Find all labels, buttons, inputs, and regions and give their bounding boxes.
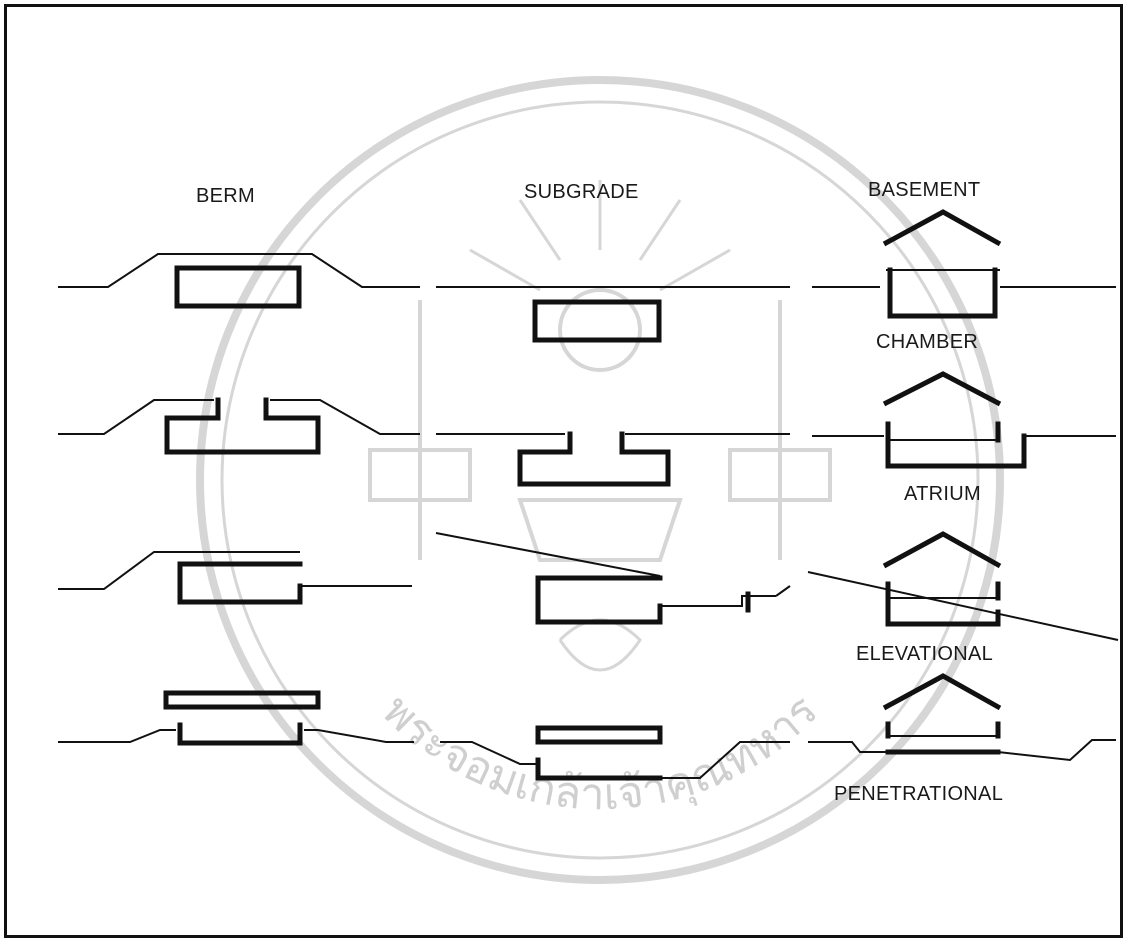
row-label-chamber: CHAMBER [876, 331, 978, 353]
row-label-elevational: ELEVATIONAL [856, 643, 993, 665]
row-label-atrium: ATRIUM [904, 483, 981, 505]
chamber-berm [58, 253, 420, 309]
row-label-penetrational: PENETRATIONAL [834, 783, 1003, 805]
column-label-basement: BASEMENT [868, 179, 980, 201]
elevational-berm [58, 551, 412, 605]
atrium-berm [58, 397, 420, 455]
atrium-subgrade [436, 431, 790, 487]
penetrational-basement [808, 673, 1116, 762]
penetrational-berm [58, 690, 414, 746]
penetrational-subgrade [440, 725, 790, 781]
elevational-subgrade [435, 532, 791, 625]
elevational-basement [807, 531, 1119, 641]
column-label-berm: BERM [196, 185, 255, 207]
atrium-basement [812, 371, 1116, 469]
chamber-subgrade [436, 286, 790, 343]
watermark-text: พระจอมเกล้าเจ้าคุณทหาร [372, 685, 827, 820]
chamber-basement [812, 209, 1116, 319]
column-label-subgrade: SUBGRADE [524, 181, 639, 203]
figure-frame [4, 4, 1123, 938]
